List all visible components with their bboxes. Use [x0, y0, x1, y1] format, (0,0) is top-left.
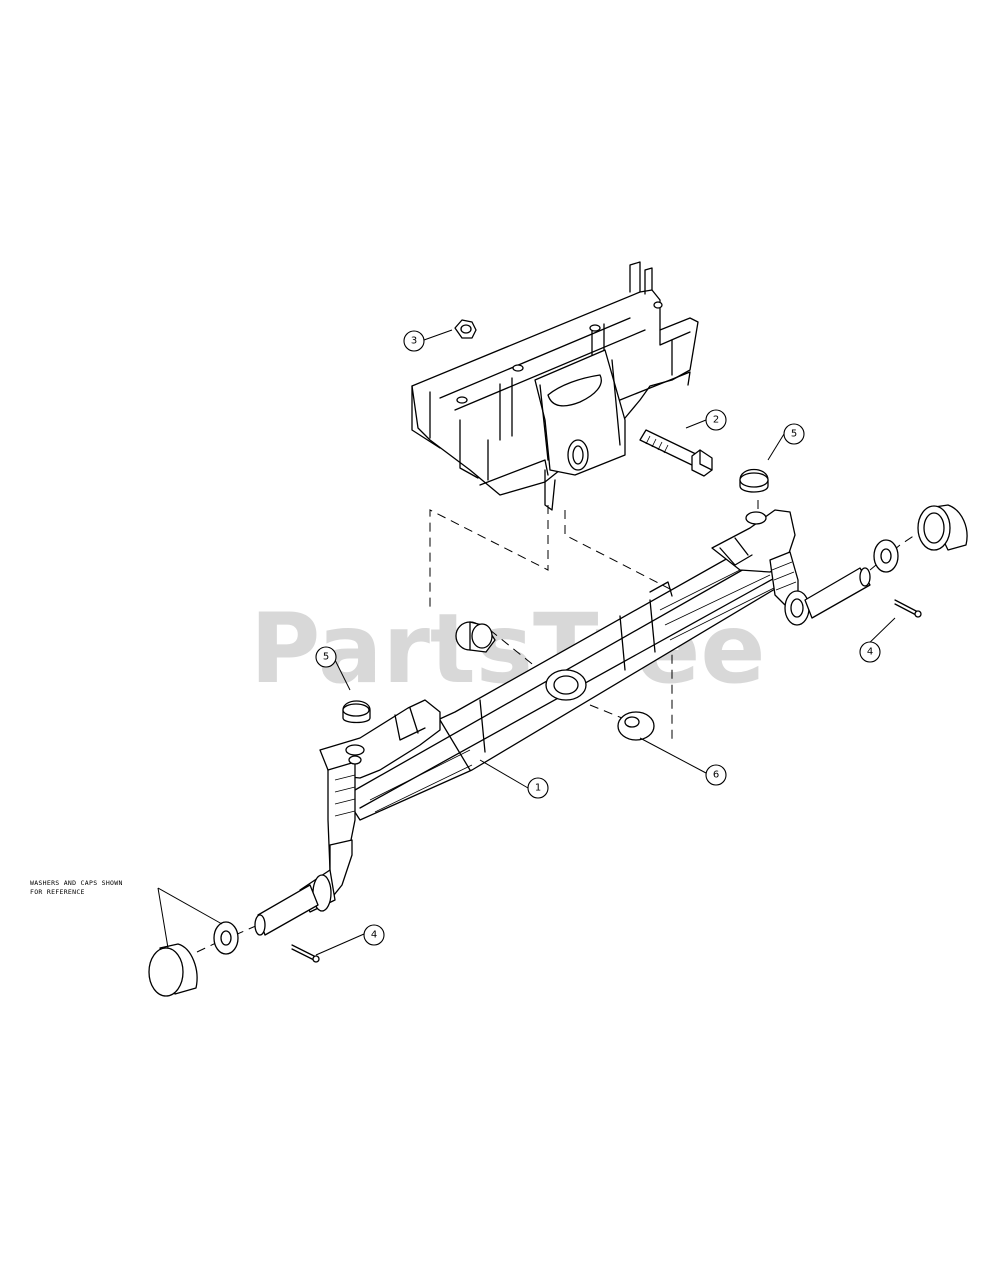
- callout-4-right-label: 4: [867, 647, 873, 658]
- left-spindle: [254, 755, 362, 936]
- callout-4-left: 4: [363, 924, 385, 946]
- washer-right: [873, 539, 899, 573]
- callout-6-label: 6: [713, 770, 719, 781]
- callout-4-right: 4: [859, 641, 881, 663]
- callout-6: 6: [705, 764, 727, 786]
- wheel-cap-right: [917, 504, 968, 551]
- frame-bracket: [411, 261, 699, 511]
- spindle-cap-left: [342, 700, 371, 724]
- cotter-pin-right: [894, 599, 922, 618]
- callout-1-label: 1: [535, 783, 541, 794]
- callout-5-left: 5: [315, 646, 337, 668]
- callout-5-left-label: 5: [323, 652, 329, 663]
- callout-4-left-label: 4: [371, 930, 377, 941]
- watermark-part1: Parts: [250, 593, 533, 705]
- washer-left: [213, 921, 239, 955]
- reference-note: WASHERS AND CAPS SHOWN FOR REFERENCE: [30, 879, 123, 896]
- axle-bushing-front: [617, 711, 655, 741]
- right-spindle: [769, 551, 871, 626]
- callout-2-label: 2: [713, 415, 719, 426]
- callout-1: 1: [527, 777, 549, 799]
- callout-3: 3: [403, 330, 425, 352]
- callout-3-label: 3: [411, 336, 417, 347]
- leader-lines: [157, 329, 896, 956]
- cotter-pin-left: [291, 944, 320, 963]
- callout-5-right-label: 5: [791, 429, 797, 440]
- reference-note-line2: FOR REFERENCE: [30, 888, 85, 896]
- callout-2: 2: [705, 409, 727, 431]
- axle-bushing-rear: [455, 621, 496, 653]
- reference-note-line1: WASHERS AND CAPS SHOWN: [30, 879, 123, 887]
- wheel-cap-left: [148, 943, 198, 997]
- assembly-dashed-lines: [196, 500, 916, 953]
- callout-5-right: 5: [783, 423, 805, 445]
- hex-nut: [454, 319, 477, 339]
- pivot-bolt: [639, 429, 713, 477]
- spindle-cap-right: [739, 468, 769, 493]
